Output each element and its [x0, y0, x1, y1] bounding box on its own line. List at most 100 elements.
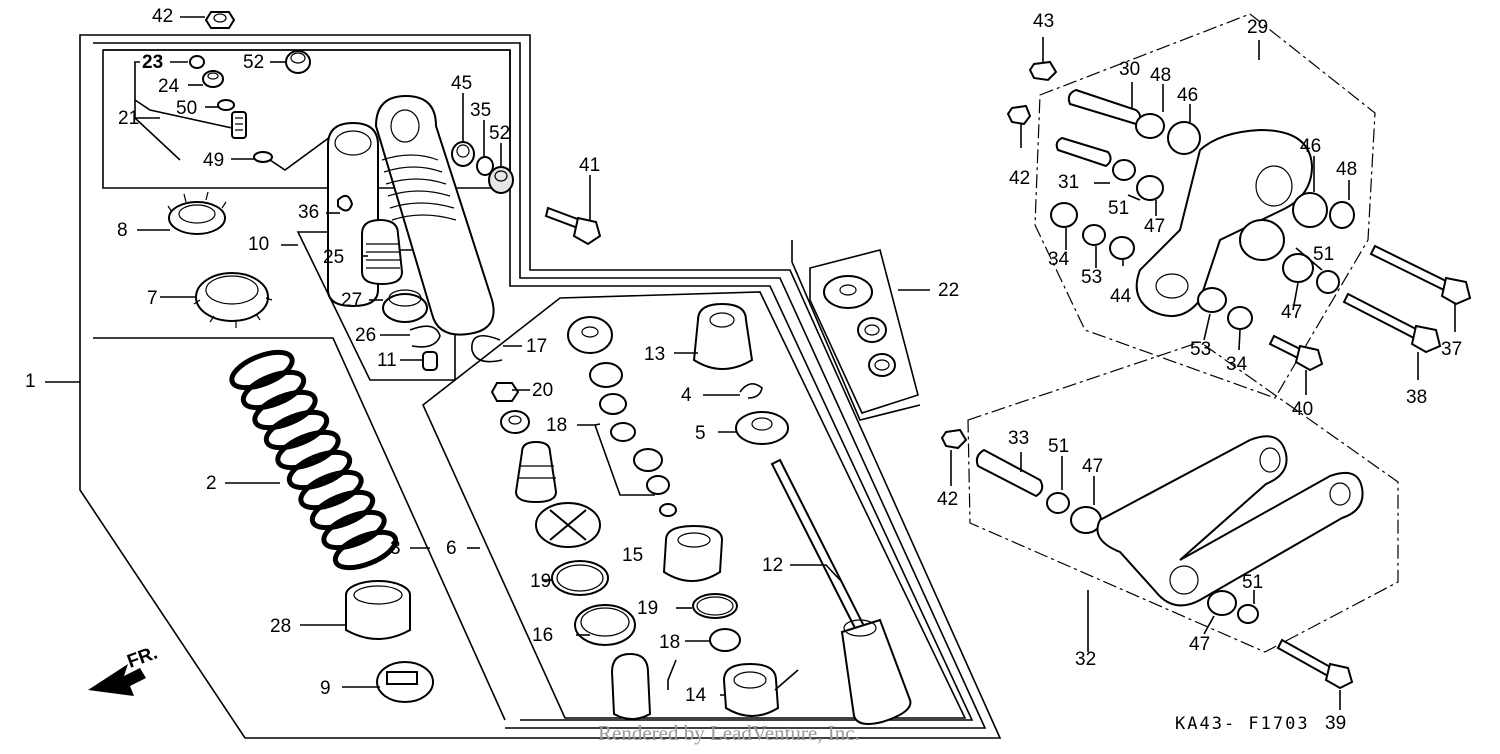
callout-39: 39	[1325, 713, 1346, 734]
callout-43: 43	[1033, 11, 1054, 32]
spring-coil	[309, 489, 376, 531]
callout-32: 32	[1075, 649, 1096, 670]
shim-stack-18	[589, 362, 780, 717]
callout-29: 29	[1247, 17, 1268, 38]
spring-coil	[275, 429, 341, 471]
callout-27: 27	[341, 290, 362, 311]
clip-4	[739, 383, 763, 399]
connecting-rod-parts	[940, 428, 1364, 690]
callout-3: 3	[390, 538, 401, 559]
callout-21: 21	[118, 108, 139, 129]
lock-nut-8	[167, 191, 227, 235]
callout-4: 4	[681, 385, 692, 406]
snap-ring-26	[409, 325, 441, 348]
outline-shock-inner-a	[93, 42, 987, 729]
callout-34: 34	[1048, 249, 1070, 270]
callout-53: 53	[1081, 267, 1102, 288]
bolt-41	[544, 206, 602, 246]
cap-52-top	[285, 50, 311, 74]
front-direction-label: FR.	[125, 642, 161, 672]
callout-48: 48	[1336, 159, 1357, 180]
kit-22-parts	[823, 275, 896, 377]
spring-coil	[298, 469, 364, 511]
callout-36: 36	[298, 202, 319, 223]
callout-14: 14	[685, 685, 707, 706]
outline-kit-22	[809, 249, 919, 414]
callout-28: 28	[270, 616, 291, 637]
callout-34: 34	[1226, 354, 1248, 375]
outline-damper	[93, 337, 506, 721]
callout-47: 47	[1144, 216, 1165, 237]
callout-1: 1	[25, 371, 36, 392]
callout-9: 9	[320, 678, 331, 699]
adjuster-nut-7	[193, 272, 273, 328]
callout-labels: 1234567891011121314151617181819192021222…	[25, 6, 1462, 734]
leader-lines	[45, 16, 1456, 710]
parts-drawings	[88, 11, 1472, 725]
bushings-45-35-52	[451, 141, 514, 194]
callout-16: 16	[532, 625, 553, 646]
spring-2	[229, 349, 399, 571]
callout-18: 18	[546, 415, 567, 436]
callout-12: 12	[762, 555, 783, 576]
spring-coil	[263, 409, 330, 451]
outline-kit-22-tab	[791, 240, 921, 421]
callout-17: 17	[526, 336, 547, 357]
callout-35: 35	[470, 100, 491, 121]
render-credit: Rendered by LeadVenture, Inc.	[598, 721, 860, 745]
callout-46: 46	[1177, 85, 1198, 106]
callout-45: 45	[451, 73, 472, 94]
callout-19: 19	[637, 598, 658, 619]
piston-kit-parts	[490, 316, 652, 720]
valve-11	[422, 351, 438, 371]
front-direction-arrow	[88, 664, 146, 696]
snap-ring-17	[471, 334, 503, 363]
bump-rubber-13	[692, 302, 754, 370]
callout-37: 37	[1441, 339, 1462, 360]
bladder-25	[361, 218, 404, 286]
bolts-37-38-40	[1268, 244, 1472, 372]
callout-2: 2	[206, 473, 217, 494]
callout-42: 42	[152, 6, 173, 27]
callout-7: 7	[147, 288, 158, 309]
callout-10: 10	[248, 234, 269, 255]
callout-46: 46	[1300, 136, 1321, 157]
callout-31: 31	[1058, 172, 1079, 193]
callout-6: 6	[446, 538, 457, 559]
callout-5: 5	[695, 423, 706, 444]
callout-51: 51	[1242, 572, 1263, 593]
outline-connecting-rod	[967, 341, 1399, 653]
clip-36	[337, 194, 354, 212]
callout-8: 8	[117, 220, 128, 241]
spring-seat-28	[345, 580, 411, 640]
callout-22: 22	[938, 280, 959, 301]
damper-rod-12	[770, 458, 912, 725]
callout-52: 52	[489, 123, 510, 144]
callout-33: 33	[1008, 428, 1029, 449]
stopper-9	[376, 661, 434, 703]
outline-shock-assembly	[79, 34, 1002, 739]
callout-44: 44	[1110, 286, 1132, 307]
valve-assembly-21	[189, 55, 346, 171]
callout-19: 19	[530, 571, 551, 592]
shock-body	[374, 94, 495, 336]
spring-coil	[240, 369, 307, 411]
callout-15: 15	[622, 545, 643, 566]
callout-11: 11	[377, 350, 397, 371]
outline-piston-kit	[422, 291, 967, 719]
callout-20: 20	[532, 380, 553, 401]
callout-23: 23	[142, 52, 163, 73]
callout-26: 26	[355, 325, 376, 346]
callout-13: 13	[644, 344, 665, 365]
callout-50: 50	[176, 98, 197, 119]
callout-53: 53	[1190, 339, 1211, 360]
callout-30: 30	[1119, 59, 1140, 80]
callout-51: 51	[1313, 244, 1334, 265]
callout-47: 47	[1082, 456, 1103, 477]
callout-18: 18	[659, 632, 680, 653]
callout-42: 42	[937, 489, 958, 510]
callout-25: 25	[323, 247, 344, 268]
spring-coil	[286, 449, 353, 491]
